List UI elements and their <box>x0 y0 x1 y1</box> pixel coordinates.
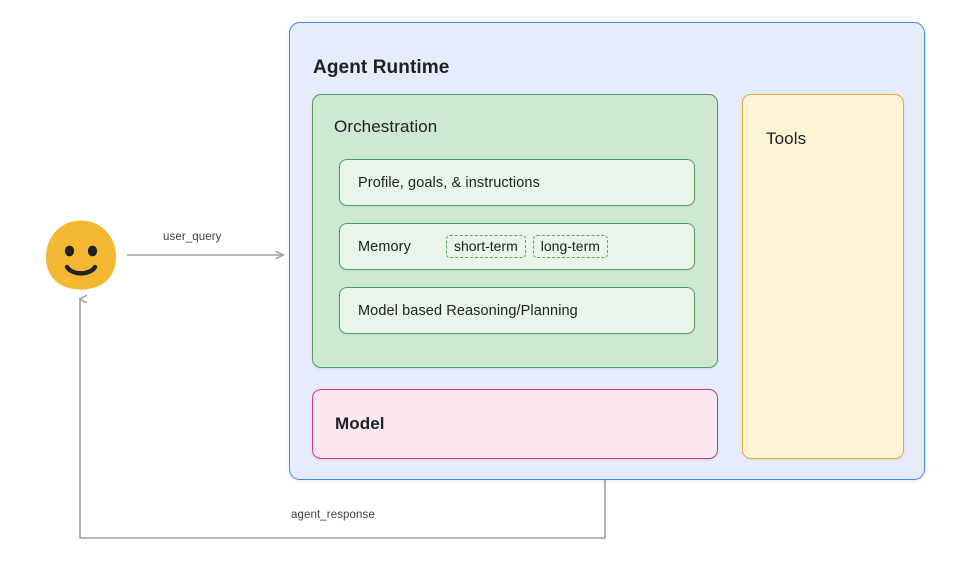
user-avatar[interactable] <box>44 219 118 291</box>
orchestration-row-profile-label: Profile, goals, & instructions <box>358 174 540 191</box>
orchestration-panel: Orchestration Profile, goals, & instruct… <box>312 94 718 368</box>
tools-title: Tools <box>766 129 807 148</box>
avatar-left-eye-icon <box>64 245 75 257</box>
orchestration-row-memory-label: Memory <box>358 238 411 255</box>
orchestration-row-memory[interactable]: Memory short-term long-term <box>339 223 695 270</box>
orchestration-row-profile[interactable]: Profile, goals, & instructions <box>339 159 695 206</box>
tools-panel[interactable]: Tools <box>742 94 904 459</box>
memory-badge-group: short-term long-term <box>445 234 608 259</box>
orchestration-title: Orchestration <box>334 117 438 136</box>
avatar-smile-icon <box>64 264 98 276</box>
avatar-right-eye-icon <box>87 245 98 257</box>
orchestration-row-reasoning[interactable]: Model based Reasoning/Planning <box>339 287 695 334</box>
model-panel[interactable]: Model <box>312 389 718 459</box>
memory-badge-long-term[interactable]: long-term <box>532 234 608 259</box>
agent-runtime-panel: Agent Runtime Orchestration Profile, goa… <box>289 22 925 480</box>
agent-runtime-title: Agent Runtime <box>313 57 450 78</box>
connector-label-agent-response: agent_response <box>291 509 375 521</box>
orchestration-row-reasoning-label: Model based Reasoning/Planning <box>358 302 578 319</box>
memory-badge-short-term[interactable]: short-term <box>445 234 526 259</box>
connector-label-user-query: user_query <box>163 231 222 243</box>
model-title: Model <box>335 414 385 433</box>
smiley-blob-face-icon <box>46 220 116 290</box>
